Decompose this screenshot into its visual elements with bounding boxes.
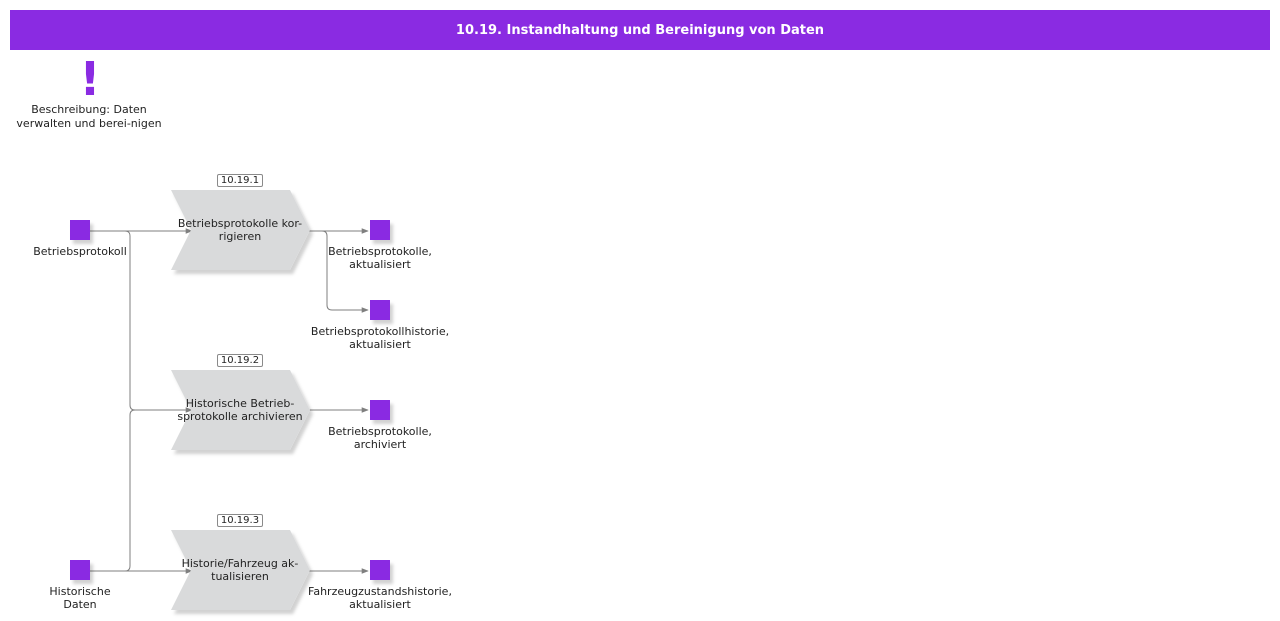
object-protokolle-aktualisiert[interactable] bbox=[370, 220, 390, 240]
function-shape-10-19-2[interactable] bbox=[171, 370, 310, 450]
connector-historische-daten-to-f2 bbox=[124, 409, 136, 572]
diagram-title-bar: 10.19. Instandhaltung und Bereinigung vo… bbox=[10, 10, 1270, 50]
function-label: Historie/Fahrzeug ak-tualisieren bbox=[181, 557, 299, 583]
exclamation-icon: ! bbox=[79, 52, 101, 106]
output-label-historie-aktualisiert: Betriebsprotokollhistorie, aktualisiert bbox=[310, 325, 450, 351]
output-label-protokolle-aktualisiert: Betriebsprotokolle, aktualisiert bbox=[328, 245, 432, 271]
object-historische-daten[interactable] bbox=[70, 560, 90, 580]
output-label-protokolle-archiviert: Betriebsprotokolle, archiviert bbox=[328, 425, 432, 451]
diagram-title: 10.19. Instandhaltung und Bereinigung vo… bbox=[455, 22, 825, 38]
connector-f1-to-historie-aktualisiert bbox=[321, 230, 369, 313]
object-historie-aktualisiert[interactable] bbox=[370, 300, 390, 320]
function-shape-10-19-3[interactable] bbox=[171, 530, 310, 610]
output-label-fahrzeug-historie: Fahrzeugzustandshistorie, aktualisiert bbox=[308, 585, 452, 611]
function-id-tag: 10.19.2 bbox=[217, 354, 263, 367]
input-label-betriebsprotokoll: Betriebsprotokoll bbox=[33, 245, 127, 258]
function-id-tag: 10.19.3 bbox=[217, 514, 263, 527]
description-text: Beschreibung: Daten verwalten und berei-… bbox=[16, 103, 162, 130]
object-fahrzeug-historie[interactable] bbox=[370, 560, 390, 580]
connectors bbox=[90, 228, 369, 574]
function-label: Betriebsprotokolle kor-rigieren bbox=[177, 217, 303, 243]
input-label-historische-daten: Historische Daten bbox=[49, 585, 111, 611]
function-id-tag: 10.19.1 bbox=[217, 174, 263, 187]
function-shape-10-19-1[interactable] bbox=[171, 190, 310, 270]
object-betriebsprotokoll[interactable] bbox=[70, 220, 90, 240]
object-protokolle-archiviert[interactable] bbox=[370, 400, 390, 420]
function-label: Historische Betrieb-sprotokolle archivie… bbox=[177, 397, 303, 423]
